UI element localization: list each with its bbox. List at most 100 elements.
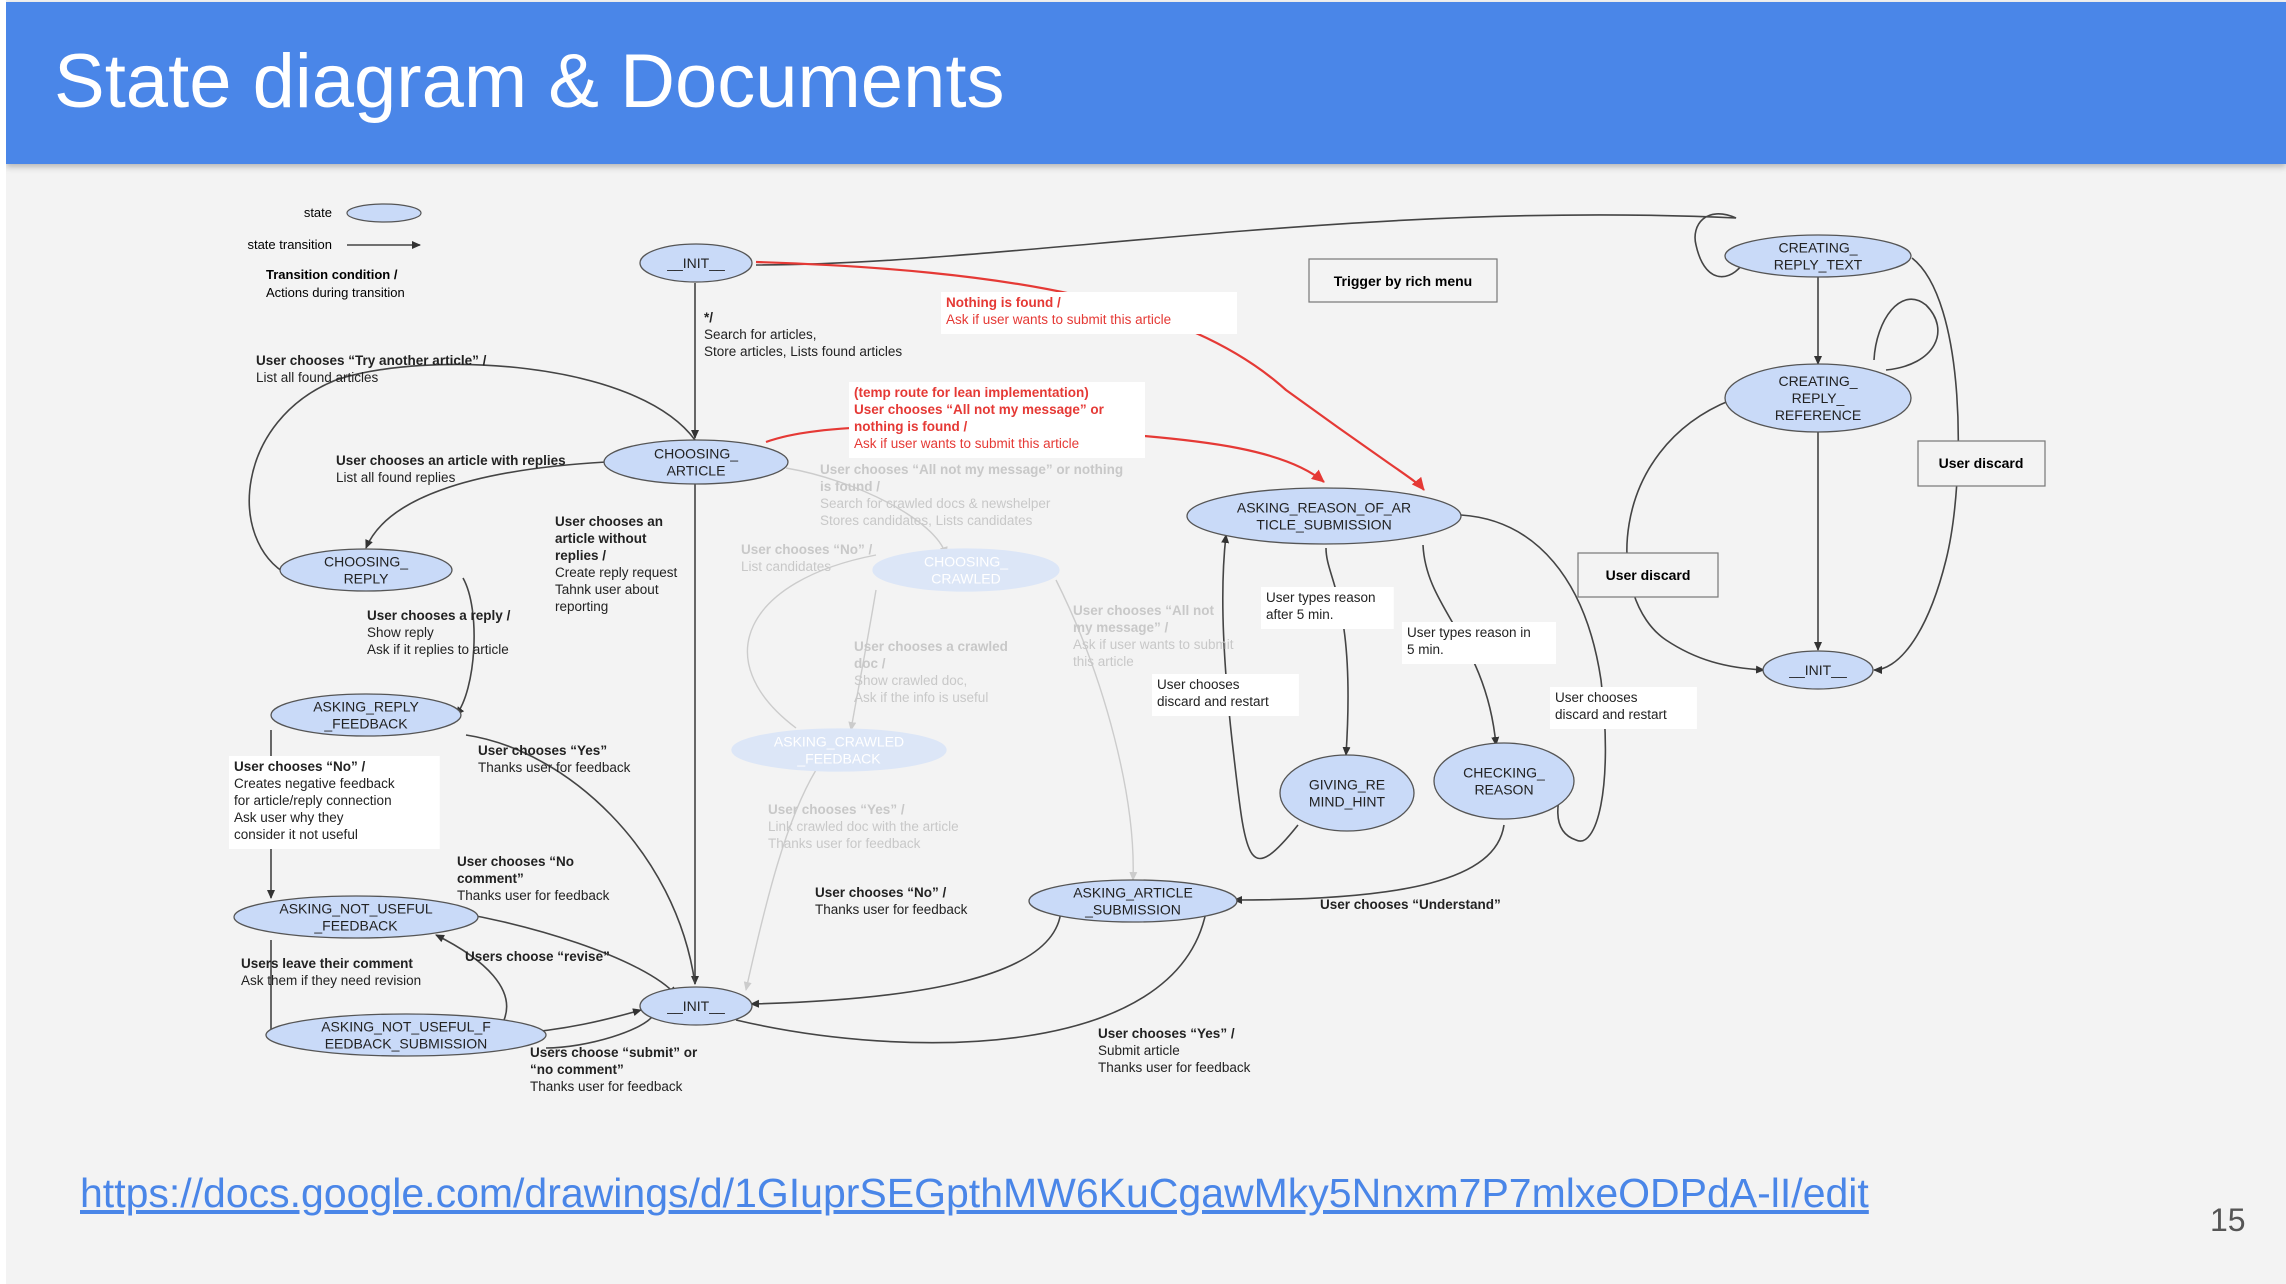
label-background [941, 292, 1237, 334]
state-label: CHECKING_ [1463, 765, 1545, 781]
edge-article-to-reply [365, 461, 607, 549]
label-reason-in-5: User types reason in5 min. [1402, 622, 1556, 664]
label-line: discard and restart [1555, 707, 1667, 722]
label-line: Ask user why they [234, 810, 344, 825]
state-checking-reason: CHECKING_REASON [1433, 742, 1575, 820]
state-ellipse [1186, 487, 1462, 545]
legend-transition-label: state transition [247, 237, 332, 252]
header-bar: State diagram & Documents [6, 2, 2286, 164]
user-discard-text-left: User discard [1606, 567, 1691, 583]
label-line: User chooses “Try another article” / [256, 353, 487, 368]
label-line: List all found replies [336, 470, 456, 485]
state-label: CHOOSING_ [924, 554, 1008, 570]
label-line: replies / [555, 548, 606, 563]
rectangles: Trigger by rich menu User discard User d… [1308, 258, 2046, 598]
edge-feedback-yes [465, 734, 696, 985]
label-line: is found / [820, 479, 880, 494]
label-line: article without [555, 531, 647, 546]
label-chooses-no-thanks: User chooses “No” /Thanks user for feedb… [815, 885, 968, 917]
label-chooses-yes-submit: User chooses “Yes” /Submit articleThanks… [1098, 1026, 1251, 1075]
label-line: */ [704, 310, 713, 325]
state-asking-not-useful-feedback: ASKING_NOT_USEFUL_FEEDBACK [233, 895, 479, 939]
label-background [1261, 587, 1394, 629]
label-article-with-replies: User chooses an article with repliesList… [336, 453, 566, 485]
edge-giving-to-reason [1221, 534, 1299, 860]
legend-condition: Transition condition / [266, 267, 398, 282]
label-line: User chooses “Yes” [478, 743, 607, 758]
label-line: Ask if it replies to article [367, 642, 509, 657]
state-asking-not-useful-feedback-submission: ASKING_NOT_USEFUL_FEEDBACK_SUBMISSION [265, 1013, 547, 1057]
label-line: Ask if user wants to submit [1073, 637, 1234, 652]
state-label: GIVING_RE [1309, 777, 1385, 793]
state-label: REPLY_ [1792, 390, 1845, 406]
drawing-link[interactable]: https://docs.google.com/drawings/d/1GIup… [80, 1170, 1869, 1216]
label-line: Search for articles, [704, 327, 817, 342]
label-line: List all found articles [256, 370, 379, 385]
label-line: User chooses “Yes” / [1098, 1026, 1235, 1041]
label-line: Ask if user wants to submit this article [854, 436, 1079, 451]
label-line: Thanks user for feedback [457, 888, 610, 903]
label-line: Users leave their comment [241, 956, 413, 971]
edge-faded-feedback-to-crawled [746, 554, 877, 729]
label-line: Show reply [367, 625, 434, 640]
state-label: ASKING_ARTICLE [1073, 885, 1193, 901]
state-label: CRAWLED [931, 571, 1001, 587]
label-line: User chooses an [555, 514, 663, 529]
label-line: User chooses an article with replies [336, 453, 566, 468]
state-ellipse [603, 439, 789, 485]
label-line: User chooses [1157, 677, 1240, 692]
label-line: User chooses “All not my message” or [854, 402, 1105, 417]
label-line: Tahnk user about [555, 582, 659, 597]
state-ellipse [279, 548, 453, 592]
label-line: this article [1073, 654, 1134, 669]
label-line: User chooses “Understand” [1320, 897, 1501, 912]
label-line: Users choose “submit” or [530, 1045, 698, 1060]
label-line: Thanks user for feedback [768, 836, 921, 851]
state-creating-reply-reference: CREATING_REPLY_REFERENCE [1724, 363, 1912, 433]
label-line: User types reason in [1407, 625, 1531, 640]
label-line: User chooses “Yes” / [768, 802, 905, 817]
label-line: User chooses “All not my message” or not… [820, 462, 1123, 477]
label-line: User chooses “No” / [815, 885, 947, 900]
state-asking-reason-of-article-submission: ASKING_REASON_OF_ARTICLE_SUBMISSION [1186, 487, 1462, 545]
label-line: List candidates [741, 559, 831, 574]
label-line: after 5 min. [1266, 607, 1334, 622]
label-line: my message” / [1073, 620, 1169, 635]
label-line: User chooses a crawled [854, 639, 1008, 654]
state-ellipse [1724, 363, 1912, 433]
state-label: ASKING_NOT_USEFUL [279, 901, 432, 917]
label-line: Creates negative feedback [234, 776, 395, 791]
page-number: 15 [2210, 1202, 2246, 1238]
state-label: ASKING_REASON_OF_AR [1237, 500, 1411, 516]
state-asking-article-submission: ASKING_ARTICLE_SUBMISSION [1028, 879, 1238, 923]
edge-choosing-reply-try-another [248, 363, 696, 576]
label-line: Ask if the info is useful [854, 690, 988, 705]
edge-submission-init-link [545, 1013, 655, 1049]
state-diagram: state state transition Transition condit… [229, 203, 2046, 1094]
edge-faded-feedback-to-init [743, 769, 817, 991]
user-discard-box-right [1917, 440, 2046, 487]
states: __INIT__CHOOSING_ARTICLECHOOSING_REPLYAS… [233, 234, 1912, 1057]
state-creating-reply-text: CREATING_REPLY_TEXT [1724, 234, 1912, 278]
state-ellipse [872, 548, 1060, 592]
label-line: Ask if user wants to submit this article [946, 312, 1171, 327]
label-line: Submit article [1098, 1043, 1180, 1058]
legend: state state transition Transition condit… [247, 203, 422, 300]
label-line: User chooses “No” / [234, 759, 366, 774]
edge-reference-self-loop [1873, 298, 1939, 371]
edge-faded-crawled-to-feedback [848, 589, 877, 731]
label-init-search: */Search for articles,Store articles, Li… [704, 310, 902, 359]
edge-reply-to-feedback [455, 577, 475, 716]
state-ellipse [233, 895, 479, 939]
state-label: ASKING_NOT_USEFUL_F [321, 1019, 491, 1035]
label-background [1152, 674, 1299, 716]
trigger-rich-menu-box [1308, 258, 1498, 303]
state-label: REPLY_TEXT [1774, 257, 1863, 273]
state-label: ASKING_REPLY [313, 699, 419, 715]
state-ellipse [639, 986, 753, 1026]
